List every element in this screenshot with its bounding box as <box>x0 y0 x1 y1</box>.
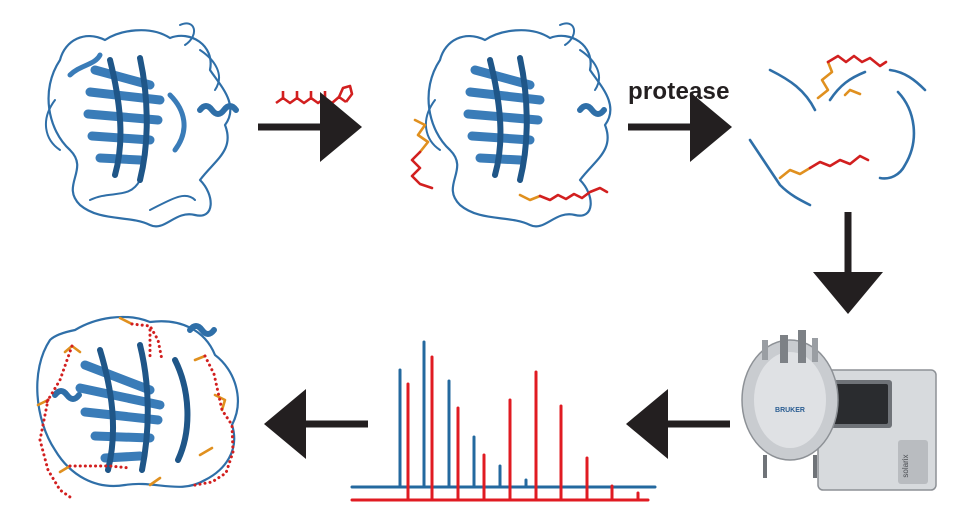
crosslink-model-icon <box>36 315 239 499</box>
protease-label: protease <box>628 78 730 105</box>
labeled-protein-icon <box>410 22 612 228</box>
mass-spectrometer-icon: BRUKER solarix <box>741 330 937 491</box>
protein-structure-icon <box>45 22 239 228</box>
peptide-fragments-icon <box>748 54 927 207</box>
instrument-brand: BRUKER <box>775 407 805 414</box>
ligand-molecule-icon <box>275 84 354 105</box>
instrument-model: solarix <box>901 454 910 477</box>
mass-spectrum-icon <box>350 340 657 502</box>
